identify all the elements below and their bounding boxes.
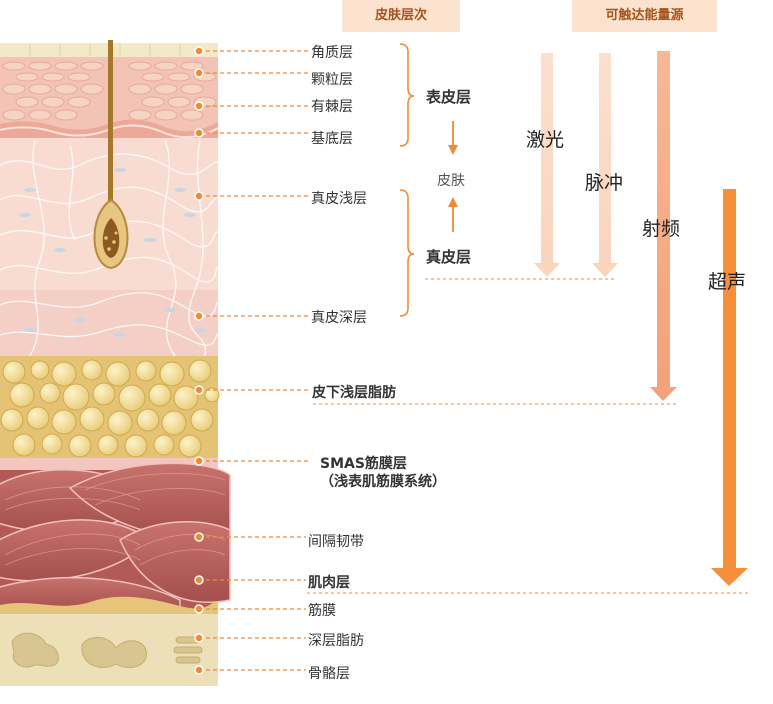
leader-dots [194, 46, 204, 675]
label-muscle: 肌肉层 [308, 575, 350, 591]
label-stratum-spinosum: 有棘层 [311, 99, 353, 115]
header-skin-layers: 皮肤层次 [342, 0, 460, 32]
header-energy-sources: 可触达能量源 [572, 0, 717, 32]
label-stratum-granulosum: 颗粒层 [311, 72, 353, 88]
energy-ultrasound: 超声 [708, 271, 747, 293]
group-skin: 皮肤 [437, 173, 465, 189]
energy-laser: 激光 [526, 129, 565, 151]
group-dermis: 真皮层 [426, 248, 472, 266]
skin-arrows [448, 121, 458, 232]
group-braces [399, 43, 415, 317]
energy-pulse: 脉冲 [585, 172, 624, 194]
label-bone: 骨骼层 [308, 666, 350, 682]
label-deep-fat: 深层脂肪 [308, 633, 364, 649]
label-papillary-dermis: 真皮浅层 [311, 191, 367, 207]
label-septum: 间隔韧带 [308, 534, 364, 550]
leader-lines [199, 50, 308, 671]
skin-cross-section [0, 40, 231, 686]
group-epidermis: 表皮层 [426, 88, 472, 106]
label-smas: SMAS筋膜层 [320, 456, 407, 472]
energy-rf: 射频 [642, 218, 681, 240]
label-superficial-fat: 皮下浅层脂肪 [312, 385, 396, 401]
label-stratum-basale: 基底层 [311, 131, 353, 147]
label-reticular-dermis: 真皮深层 [311, 310, 367, 326]
energy-arrows [534, 51, 748, 586]
depth-lines [307, 278, 748, 594]
label-smas-sub: （浅表肌筋膜系统） [320, 474, 446, 490]
label-fascia: 筋膜 [308, 603, 336, 619]
label-stratum-corneum: 角质层 [311, 45, 353, 61]
